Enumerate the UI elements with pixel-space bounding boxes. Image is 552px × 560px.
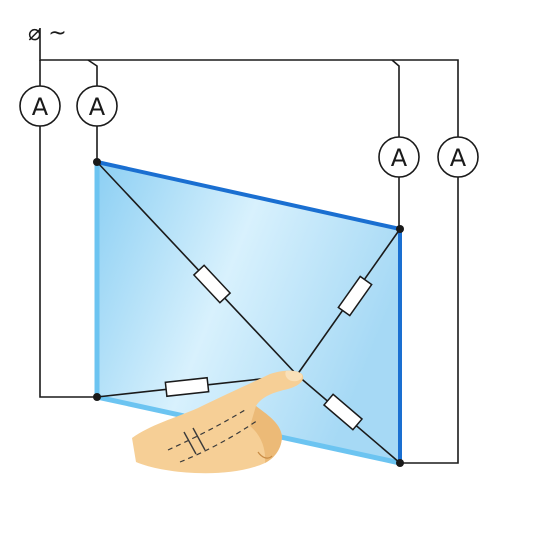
- line-top-left-to-touch: [96, 161, 298, 376]
- ammeter-label: A: [391, 144, 408, 172]
- resistor-top-left: [192, 264, 232, 304]
- ammeter-label: A: [32, 93, 49, 121]
- supply-wire-top: [39, 28, 459, 140]
- node-bottom-left: [93, 393, 101, 401]
- panel-top-edge: [96, 160, 401, 231]
- wire-outer-left-to-bottom-left: [39, 123, 97, 398]
- ammeter-outer-left: A: [19, 85, 61, 127]
- wire-outer-right-to-bottom-right: [400, 174, 459, 464]
- ammeter-outer-right: A: [437, 136, 479, 178]
- resistor-top-right: [337, 275, 373, 317]
- supply-wire-inner-left: [87, 59, 98, 88]
- ammeter-label: A: [89, 93, 106, 121]
- ammeter-inner-left: A: [76, 85, 118, 127]
- supply-wire-inner-right: [391, 59, 400, 140]
- node-top-right: [396, 225, 404, 233]
- supply-label: ⌀ ~: [28, 21, 67, 46]
- node-bottom-right: [396, 459, 404, 467]
- ammeter-label: A: [450, 144, 467, 172]
- resistor-bottom-left: [164, 376, 210, 398]
- resistor-bottom-right: [322, 393, 364, 431]
- ammeter-inner-right: A: [378, 136, 420, 178]
- node-top-left: [93, 158, 101, 166]
- pointing-finger-icon: [132, 370, 304, 474]
